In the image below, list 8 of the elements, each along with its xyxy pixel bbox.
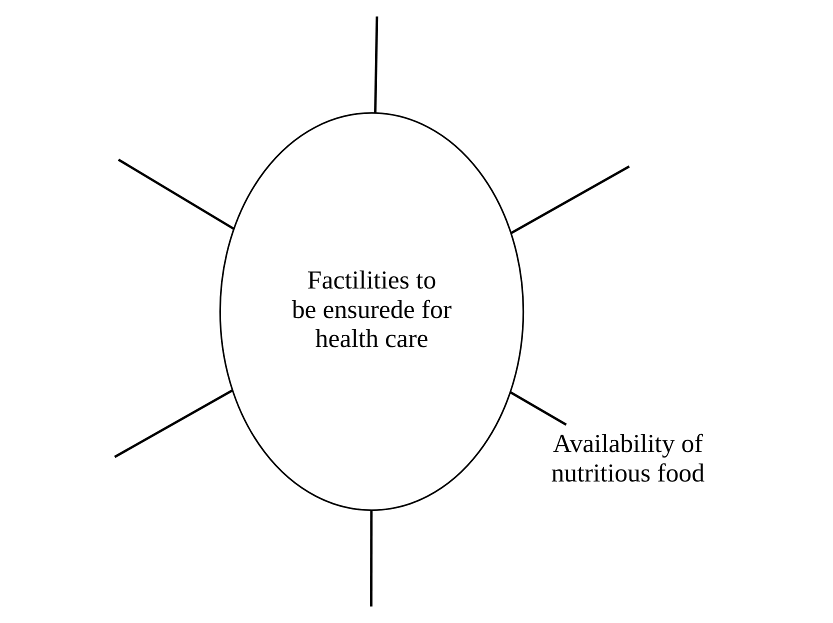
connector <box>510 165 630 234</box>
connector <box>374 16 378 113</box>
connector <box>370 510 373 607</box>
node-ellipse: Factilities to be ensurede for health care <box>219 112 524 511</box>
connector <box>510 391 567 426</box>
connector <box>118 158 234 230</box>
node-text: Availability of nutritious food <box>551 429 705 488</box>
connector <box>114 389 233 458</box>
